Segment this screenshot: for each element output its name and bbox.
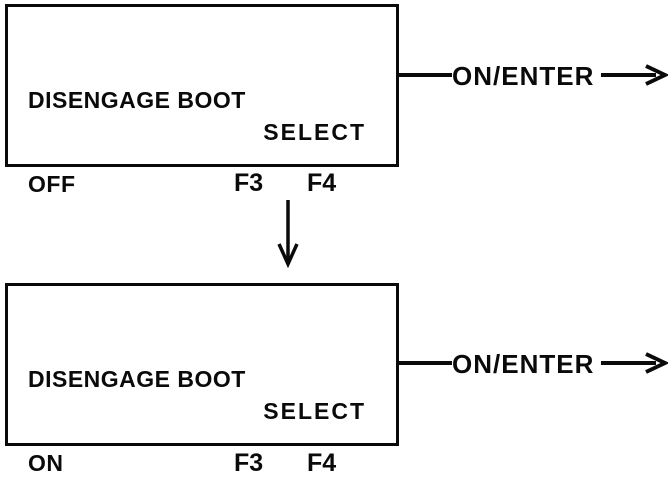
on-enter-label: ON/ENTER [452,349,595,379]
f4-key-label: F4 [307,169,337,197]
screen-title-line1: DISENGAGE BOOT [28,87,246,113]
screen-title-line2: ON [28,450,64,476]
screen-box-on: DISENGAGE BOOT ON SELECT [5,283,399,476]
screen-title-line1: DISENGAGE BOOT [28,366,246,392]
connector-line [397,361,452,365]
f4-key-label: F4 [307,449,337,477]
f3-key-label: F3 [234,449,264,477]
connector-line [397,73,452,77]
on-enter-label: ON/ENTER [452,61,595,91]
screen-box-off: DISENGAGE BOOT OFF SELECT [5,4,399,197]
screen-title-line2: OFF [28,171,76,197]
softkey-select-label: SELECT [263,398,366,424]
right-arrow-icon [601,64,668,86]
down-arrow-icon [277,200,299,268]
right-arrow-icon [601,352,668,374]
softkey-select-label: SELECT [263,119,366,145]
screen-title: DISENGAGE BOOT OFF [28,30,246,254]
f3-key-label: F3 [234,169,264,197]
screen-title: DISENGAGE BOOT ON [28,309,246,480]
